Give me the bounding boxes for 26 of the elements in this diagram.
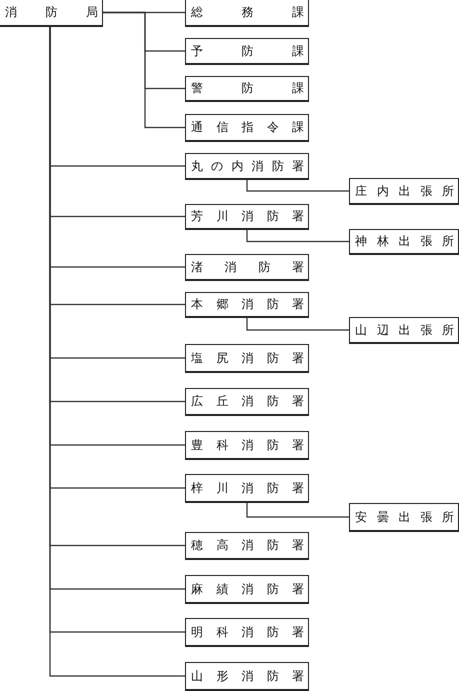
section-box: 警防課 bbox=[185, 76, 309, 102]
station-box: 芳川消防署 bbox=[185, 204, 309, 230]
connector-line bbox=[246, 318, 349, 331]
section-box: 総務課 bbox=[185, 0, 309, 27]
branch-office-box: 山辺出張所 bbox=[349, 317, 459, 344]
station-box: 明科消防署 bbox=[185, 618, 309, 647]
headquarters-box: 消防局 bbox=[0, 0, 103, 27]
station-box: 山形消防署 bbox=[185, 662, 309, 691]
station-box: 梓川消防署 bbox=[185, 474, 309, 503]
station-box: 麻績消防署 bbox=[185, 575, 309, 604]
connector-line bbox=[103, 12, 185, 128]
section-box: 通信指令課 bbox=[185, 114, 309, 142]
station-box: 穂高消防署 bbox=[185, 532, 309, 560]
connector-line bbox=[246, 180, 349, 192]
station-box: 塩尻消防署 bbox=[185, 344, 309, 373]
station-box: 丸の内消防署 bbox=[185, 153, 309, 180]
station-box: 広丘消防署 bbox=[185, 388, 309, 416]
branch-office-box: 庄内出張所 bbox=[349, 178, 459, 205]
branch-office-box: 安曇出張所 bbox=[349, 503, 459, 532]
section-box: 予防課 bbox=[185, 38, 309, 65]
branch-office-box: 神林出張所 bbox=[349, 229, 459, 255]
station-box: 渚消防署 bbox=[185, 254, 309, 281]
connector-line bbox=[246, 230, 349, 242]
station-box: 豊科消防署 bbox=[185, 431, 309, 460]
connector-line bbox=[246, 503, 349, 518]
station-box: 本郷消防署 bbox=[185, 292, 309, 318]
